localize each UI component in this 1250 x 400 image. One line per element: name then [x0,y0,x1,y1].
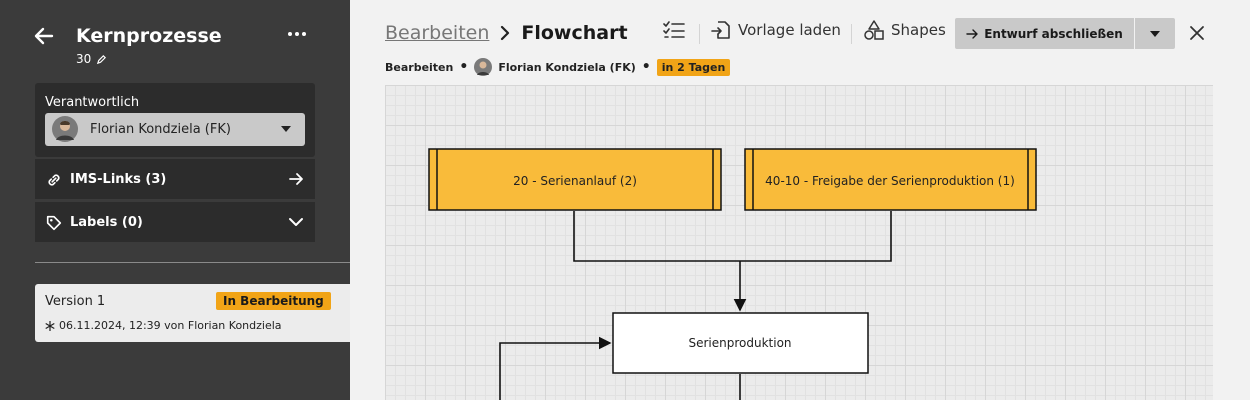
connector[interactable] [573,211,740,262]
flow-node-subprocess[interactable]: 40-10 - Freigabe der Serienproduktion (1… [744,148,1037,211]
arrow-right-icon [289,173,303,185]
responsible-card: Verantwortlich Florian Kondziela (FK) [35,83,315,157]
checklist-icon [663,21,685,38]
checklist-button[interactable] [663,20,685,40]
breadcrumb: Bearbeiten Flowchart [385,22,628,44]
asterisk-icon [45,320,55,331]
responsible-name: Florian Kondziela (FK) [90,122,231,137]
separator-dot: • [459,59,469,75]
flow-node-label: 40-10 - Freigabe der Serienproduktion (1… [765,174,1015,188]
due-badge: in 2 Tagen [656,58,731,76]
finish-draft-button[interactable]: Entwurf abschließen [955,18,1134,49]
breadcrumb-parent[interactable]: Bearbeiten [385,22,490,44]
toolbar-divider [699,24,700,44]
close-icon[interactable] [1188,24,1206,42]
responsible-select[interactable]: Florian Kondziela (FK) [45,113,305,146]
process-number: 30 [76,52,107,66]
link-icon [48,174,60,186]
avatar [474,58,493,76]
tag-icon [46,215,62,231]
responsible-label: Verantwortlich [45,95,140,110]
version-created: 06.11.2024, 12:39 von Florian Kondziela [59,319,282,332]
caret-down-icon [281,126,291,132]
load-template-button[interactable]: Vorlage laden [711,20,841,40]
back-arrow-icon[interactable] [32,24,56,48]
process-number-value: 30 [76,52,92,66]
load-template-label: Vorlage laden [738,21,841,39]
sidebar-divider [35,262,350,263]
chevron-down-icon [289,218,303,226]
avatar [52,116,78,142]
finish-draft-dropdown[interactable] [1135,18,1175,49]
page-title: Flowchart [521,22,628,44]
finish-draft-label: Entwurf abschließen [984,26,1123,41]
flow-node-label: 20 - Serienanlauf (2) [513,174,637,188]
flow-node-subprocess[interactable]: 20 - Serienanlauf (2) [428,148,722,211]
more-options-icon[interactable] [285,22,309,46]
process-title: Kernprozesse [76,25,222,47]
caret-down-icon [1150,30,1160,37]
ims-links-row[interactable]: IMS-Links (3) [35,159,315,199]
version-meta: 06.11.2024, 12:39 von Florian Kondziela [45,319,282,332]
pencil-icon[interactable] [96,54,107,65]
flowchart-canvas[interactable]: 20 - Serienanlauf (2) 40-10 - Freigabe d… [385,85,1213,400]
version-label: Version 1 [45,294,106,309]
version-item[interactable]: Version 1 In Bearbeitung 06.11.2024, 12:… [35,284,350,342]
status-badge: In Bearbeitung [216,292,331,310]
page-subheader: Bearbeiten • Florian Kondziela (FK) • in… [385,58,731,76]
labels-row[interactable]: Labels (0) [35,202,315,242]
chevron-right-icon [501,25,510,41]
toolbar-divider [851,24,852,44]
connector[interactable] [499,336,612,400]
separator-dot: • [641,59,651,75]
flow-node-label: Serienproduktion [688,336,791,350]
sidebar: Kernprozesse 30 Verantwortlich Florian K… [0,0,350,400]
labels-label: Labels (0) [70,215,143,230]
connector[interactable] [740,211,892,262]
sub-mode: Bearbeiten [385,60,454,74]
flowchart-diagram: 20 - Serienanlauf (2) 40-10 - Freigabe d… [428,148,1037,400]
ims-links-label: IMS-Links (3) [70,172,167,187]
file-import-icon [711,21,730,39]
shapes-label: Shapes [891,21,946,39]
sub-user: Florian Kondziela (FK) [498,60,636,74]
arrow-right-icon [966,28,978,39]
flow-node-process[interactable]: Serienproduktion [612,312,869,374]
shapes-icon [864,20,884,40]
shapes-button[interactable]: Shapes [864,20,946,40]
